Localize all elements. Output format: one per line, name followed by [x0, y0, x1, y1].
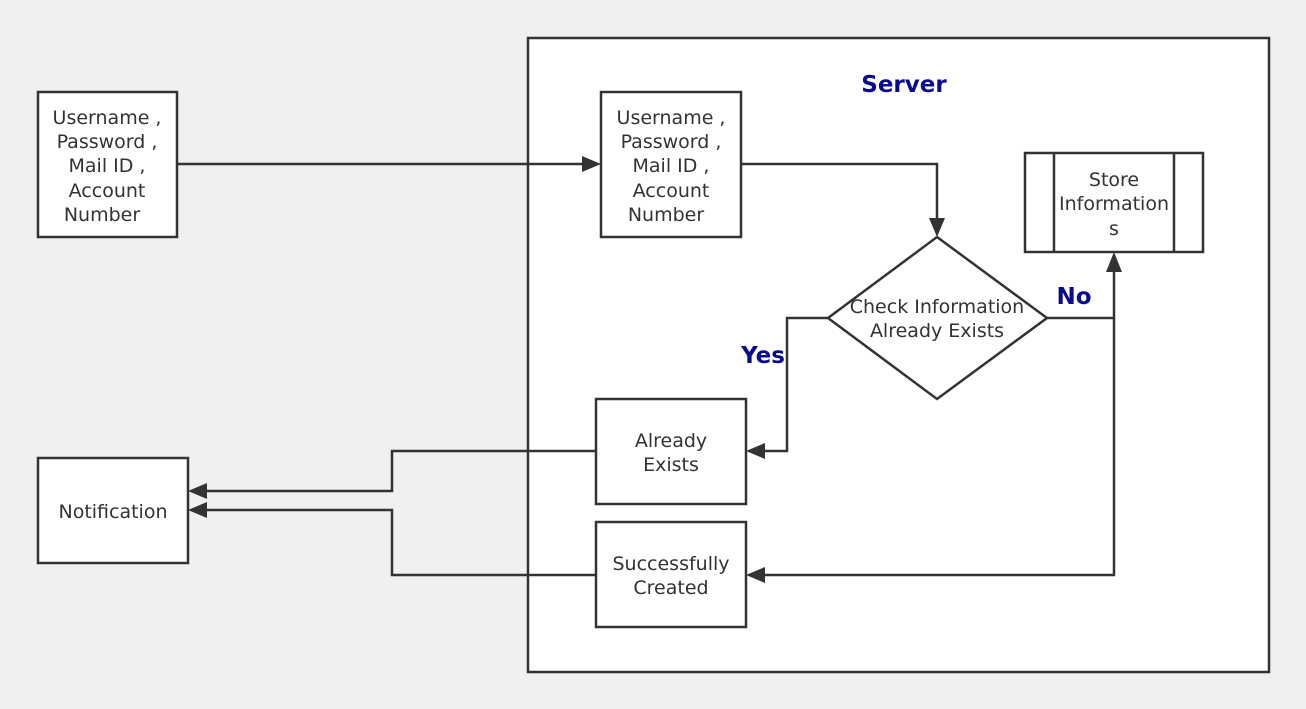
server-input-line: Number	[628, 204, 705, 226]
arrowhead-icon	[929, 218, 945, 237]
notification-box: Notification	[36, 456, 190, 565]
client-input-line: Number	[64, 204, 141, 226]
decision-line: Already Exists	[870, 320, 1004, 342]
server-input-line: Account	[633, 180, 710, 202]
server-input-line: Username ,	[617, 107, 726, 129]
no-label: No	[1056, 284, 1091, 310]
edge-yes-to-already-exists	[763, 316, 828, 453]
client-input-line: Mail ID ,	[69, 155, 146, 177]
client-input-line: Password ,	[57, 131, 158, 153]
already-exists-line: Already	[635, 430, 707, 452]
arrowhead-icon	[188, 483, 207, 499]
store-line: Store	[1089, 169, 1139, 191]
successfully-created-line: Created	[633, 577, 708, 599]
notification-label: Notification	[58, 501, 167, 523]
already-exists-box: Already Exists	[594, 397, 748, 506]
server-label: Server	[861, 72, 947, 98]
edge-to-successfully-created	[763, 318, 1116, 577]
arrowhead-icon	[188, 502, 207, 518]
arrowhead-icon	[746, 443, 765, 459]
arrowhead-icon	[1106, 252, 1122, 272]
arrowhead-icon	[582, 156, 601, 172]
edge-created-to-notification	[205, 508, 596, 577]
client-input-line: Account	[69, 180, 146, 202]
client-input-box: Username , Password , Mail ID , Account …	[36, 90, 179, 239]
decision-line: Check Information	[850, 296, 1024, 318]
server-input-line: Password ,	[621, 131, 722, 153]
successfully-created-line: Successfully	[612, 553, 729, 575]
edge-already-exists-to-notification	[205, 449, 596, 493]
already-exists-line: Exists	[643, 454, 699, 476]
store-line: Information	[1059, 193, 1169, 215]
successfully-created-box: Successfully Created	[594, 520, 748, 629]
client-input-line: Username ,	[53, 107, 162, 129]
server-input-line: Mail ID ,	[633, 155, 710, 177]
store-informations-box: Store Information s	[1023, 151, 1205, 254]
check-decision-diamond: Check Information Already Exists	[825, 235, 1050, 401]
yes-label: Yes	[740, 343, 785, 369]
server-input-box: Username , Password , Mail ID , Account …	[599, 90, 743, 239]
edge-input-to-decision	[741, 162, 939, 220]
arrowhead-icon	[746, 567, 765, 583]
store-line: s	[1109, 218, 1119, 240]
